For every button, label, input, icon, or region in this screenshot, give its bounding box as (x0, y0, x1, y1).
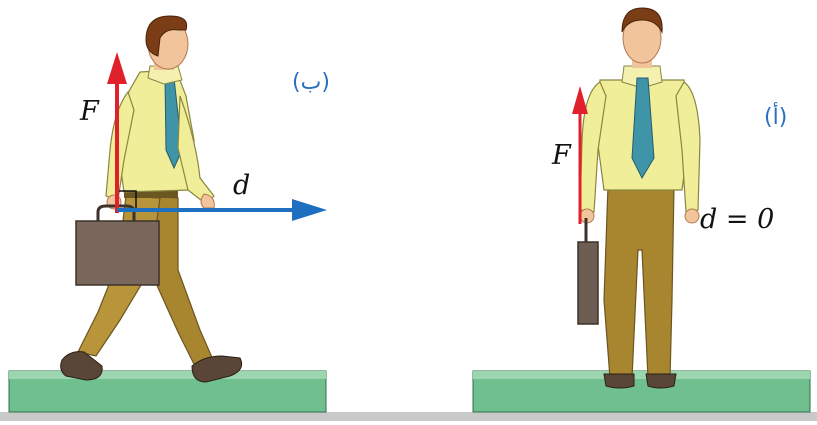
displacement-equation-a: d = 0 (700, 204, 774, 235)
ground-highlight-a (473, 371, 810, 379)
bottom-band (0, 412, 817, 421)
briefcase-icon (578, 218, 598, 324)
ground-highlight-b (9, 371, 326, 379)
force-label-a: F (552, 140, 571, 171)
displacement-label-b: d (233, 170, 250, 201)
force-label-b: F (80, 96, 99, 127)
standing-man-icon (580, 8, 700, 388)
panel-b-label: (ب) (292, 70, 330, 95)
walking-man-icon (61, 16, 242, 382)
panel-b (9, 16, 327, 412)
panel-a-label: (أ) (764, 105, 787, 130)
